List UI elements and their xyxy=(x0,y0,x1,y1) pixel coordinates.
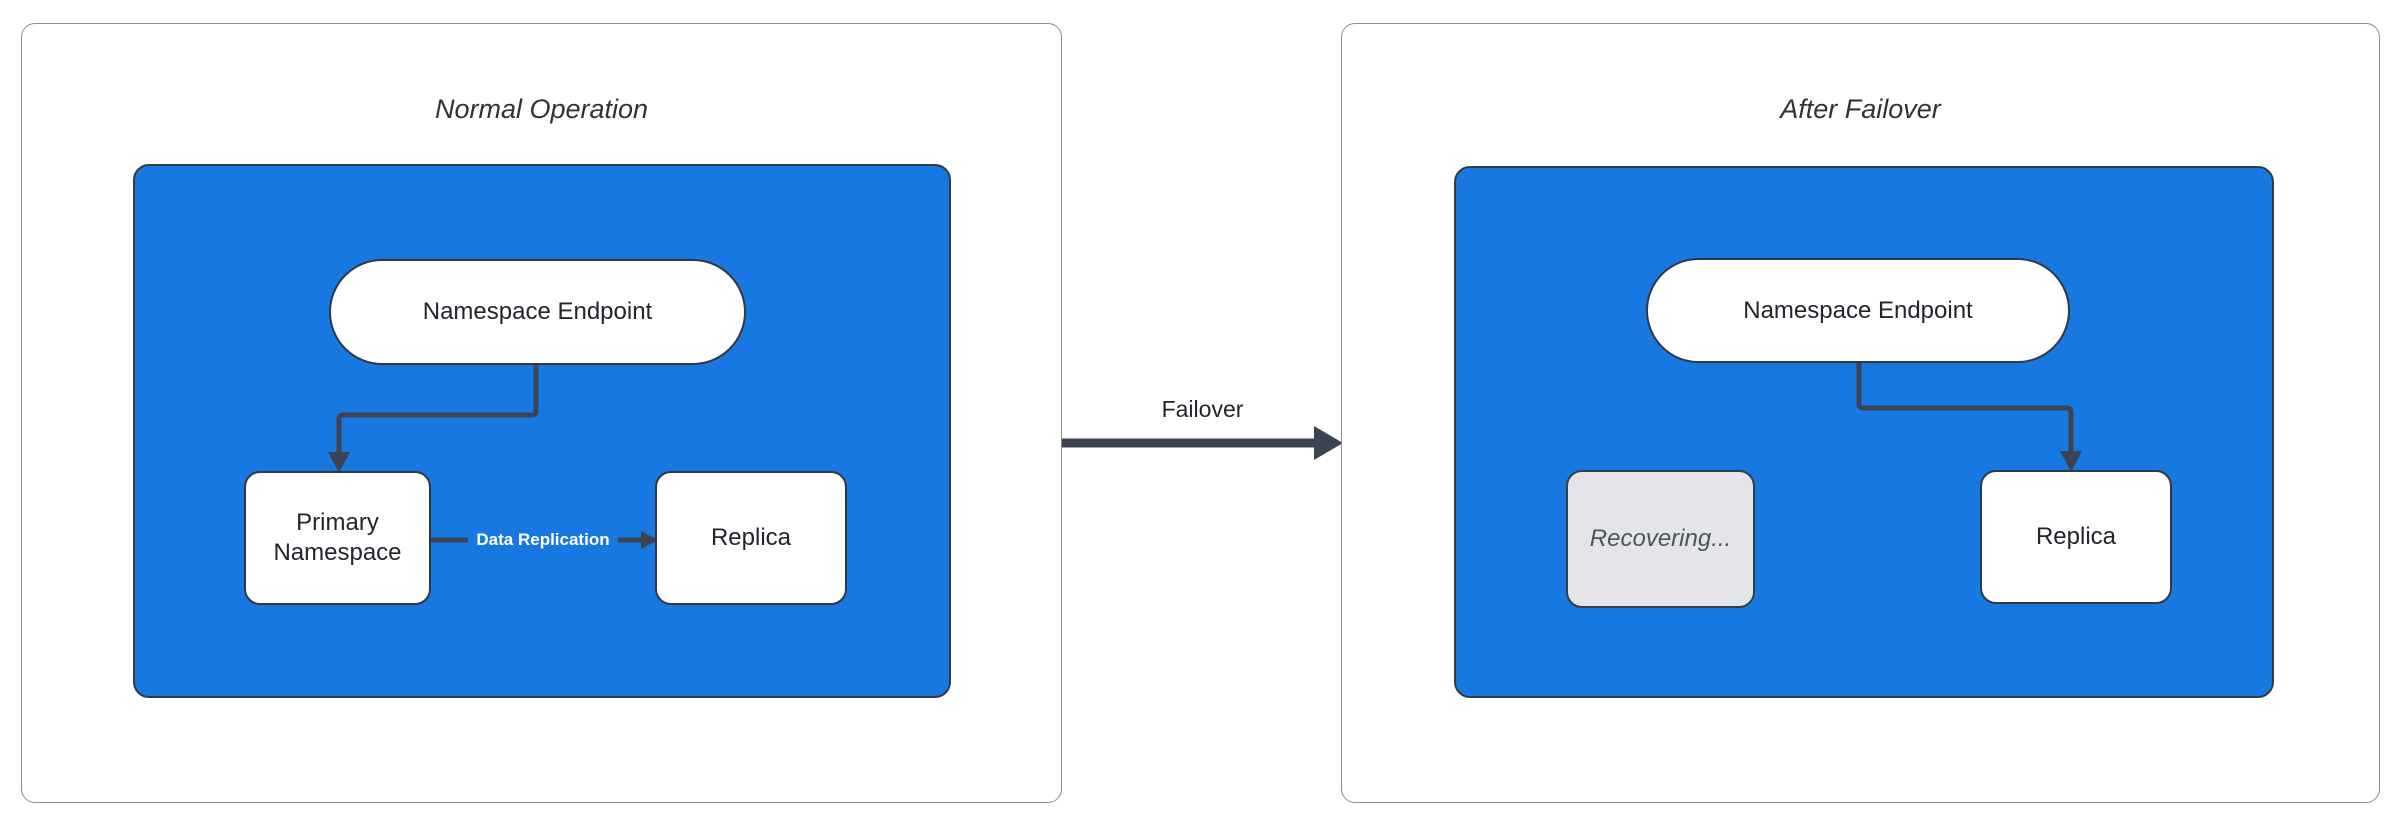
node-label: Replica xyxy=(2035,523,2117,550)
panel-normal-operation: Normal Operation Namespace Endpoint Prim… xyxy=(21,23,1062,803)
replication-edge-label: Data Replication xyxy=(468,528,618,552)
node-label: Namespace Endpoint xyxy=(422,298,653,325)
cluster-after-failover: Namespace Endpoint Recovering... Replica xyxy=(1454,166,2274,698)
node-label: Replica xyxy=(710,524,792,551)
endpoint-to-replica-arrowhead-icon xyxy=(2060,451,2082,472)
node-namespace-endpoint-left: Namespace Endpoint xyxy=(329,259,746,365)
arrows-layer-left xyxy=(328,365,658,549)
panel-title-normal-operation: Normal Operation xyxy=(434,94,649,124)
endpoint-to-primary-arrowhead-icon xyxy=(328,452,350,473)
node-label: Namespace Endpoint xyxy=(1743,296,1973,324)
failover-edge-label: Failover xyxy=(1161,396,1244,422)
node-namespace-endpoint-right: Namespace Endpoint xyxy=(1646,258,2070,363)
node-primary-namespace: Primary Namespace xyxy=(244,471,431,605)
endpoint-to-primary-arrow xyxy=(336,365,539,454)
failover-arrow xyxy=(1062,426,1343,460)
panel-after-failover: After Failover Namespace Endpoint Recove… xyxy=(1341,23,2380,803)
cluster-normal-operation: Namespace Endpoint Primary Namespace Rep… xyxy=(133,164,951,698)
replication-edge-label-wrap: Data Replication xyxy=(431,528,655,552)
node-replica-left: Replica xyxy=(655,471,847,605)
panel-title-after-failover: After Failover xyxy=(1780,94,1941,124)
arrows-layer-right xyxy=(1856,363,2082,472)
node-label: Primary Namespace xyxy=(273,509,402,566)
node-recovering: Recovering... xyxy=(1566,470,1755,608)
node-replica-right: Replica xyxy=(1980,470,2172,604)
endpoint-to-replica-arrow xyxy=(1856,363,2074,453)
failover-arrowhead-icon xyxy=(1314,426,1343,460)
node-label: Recovering... xyxy=(1589,525,1732,552)
